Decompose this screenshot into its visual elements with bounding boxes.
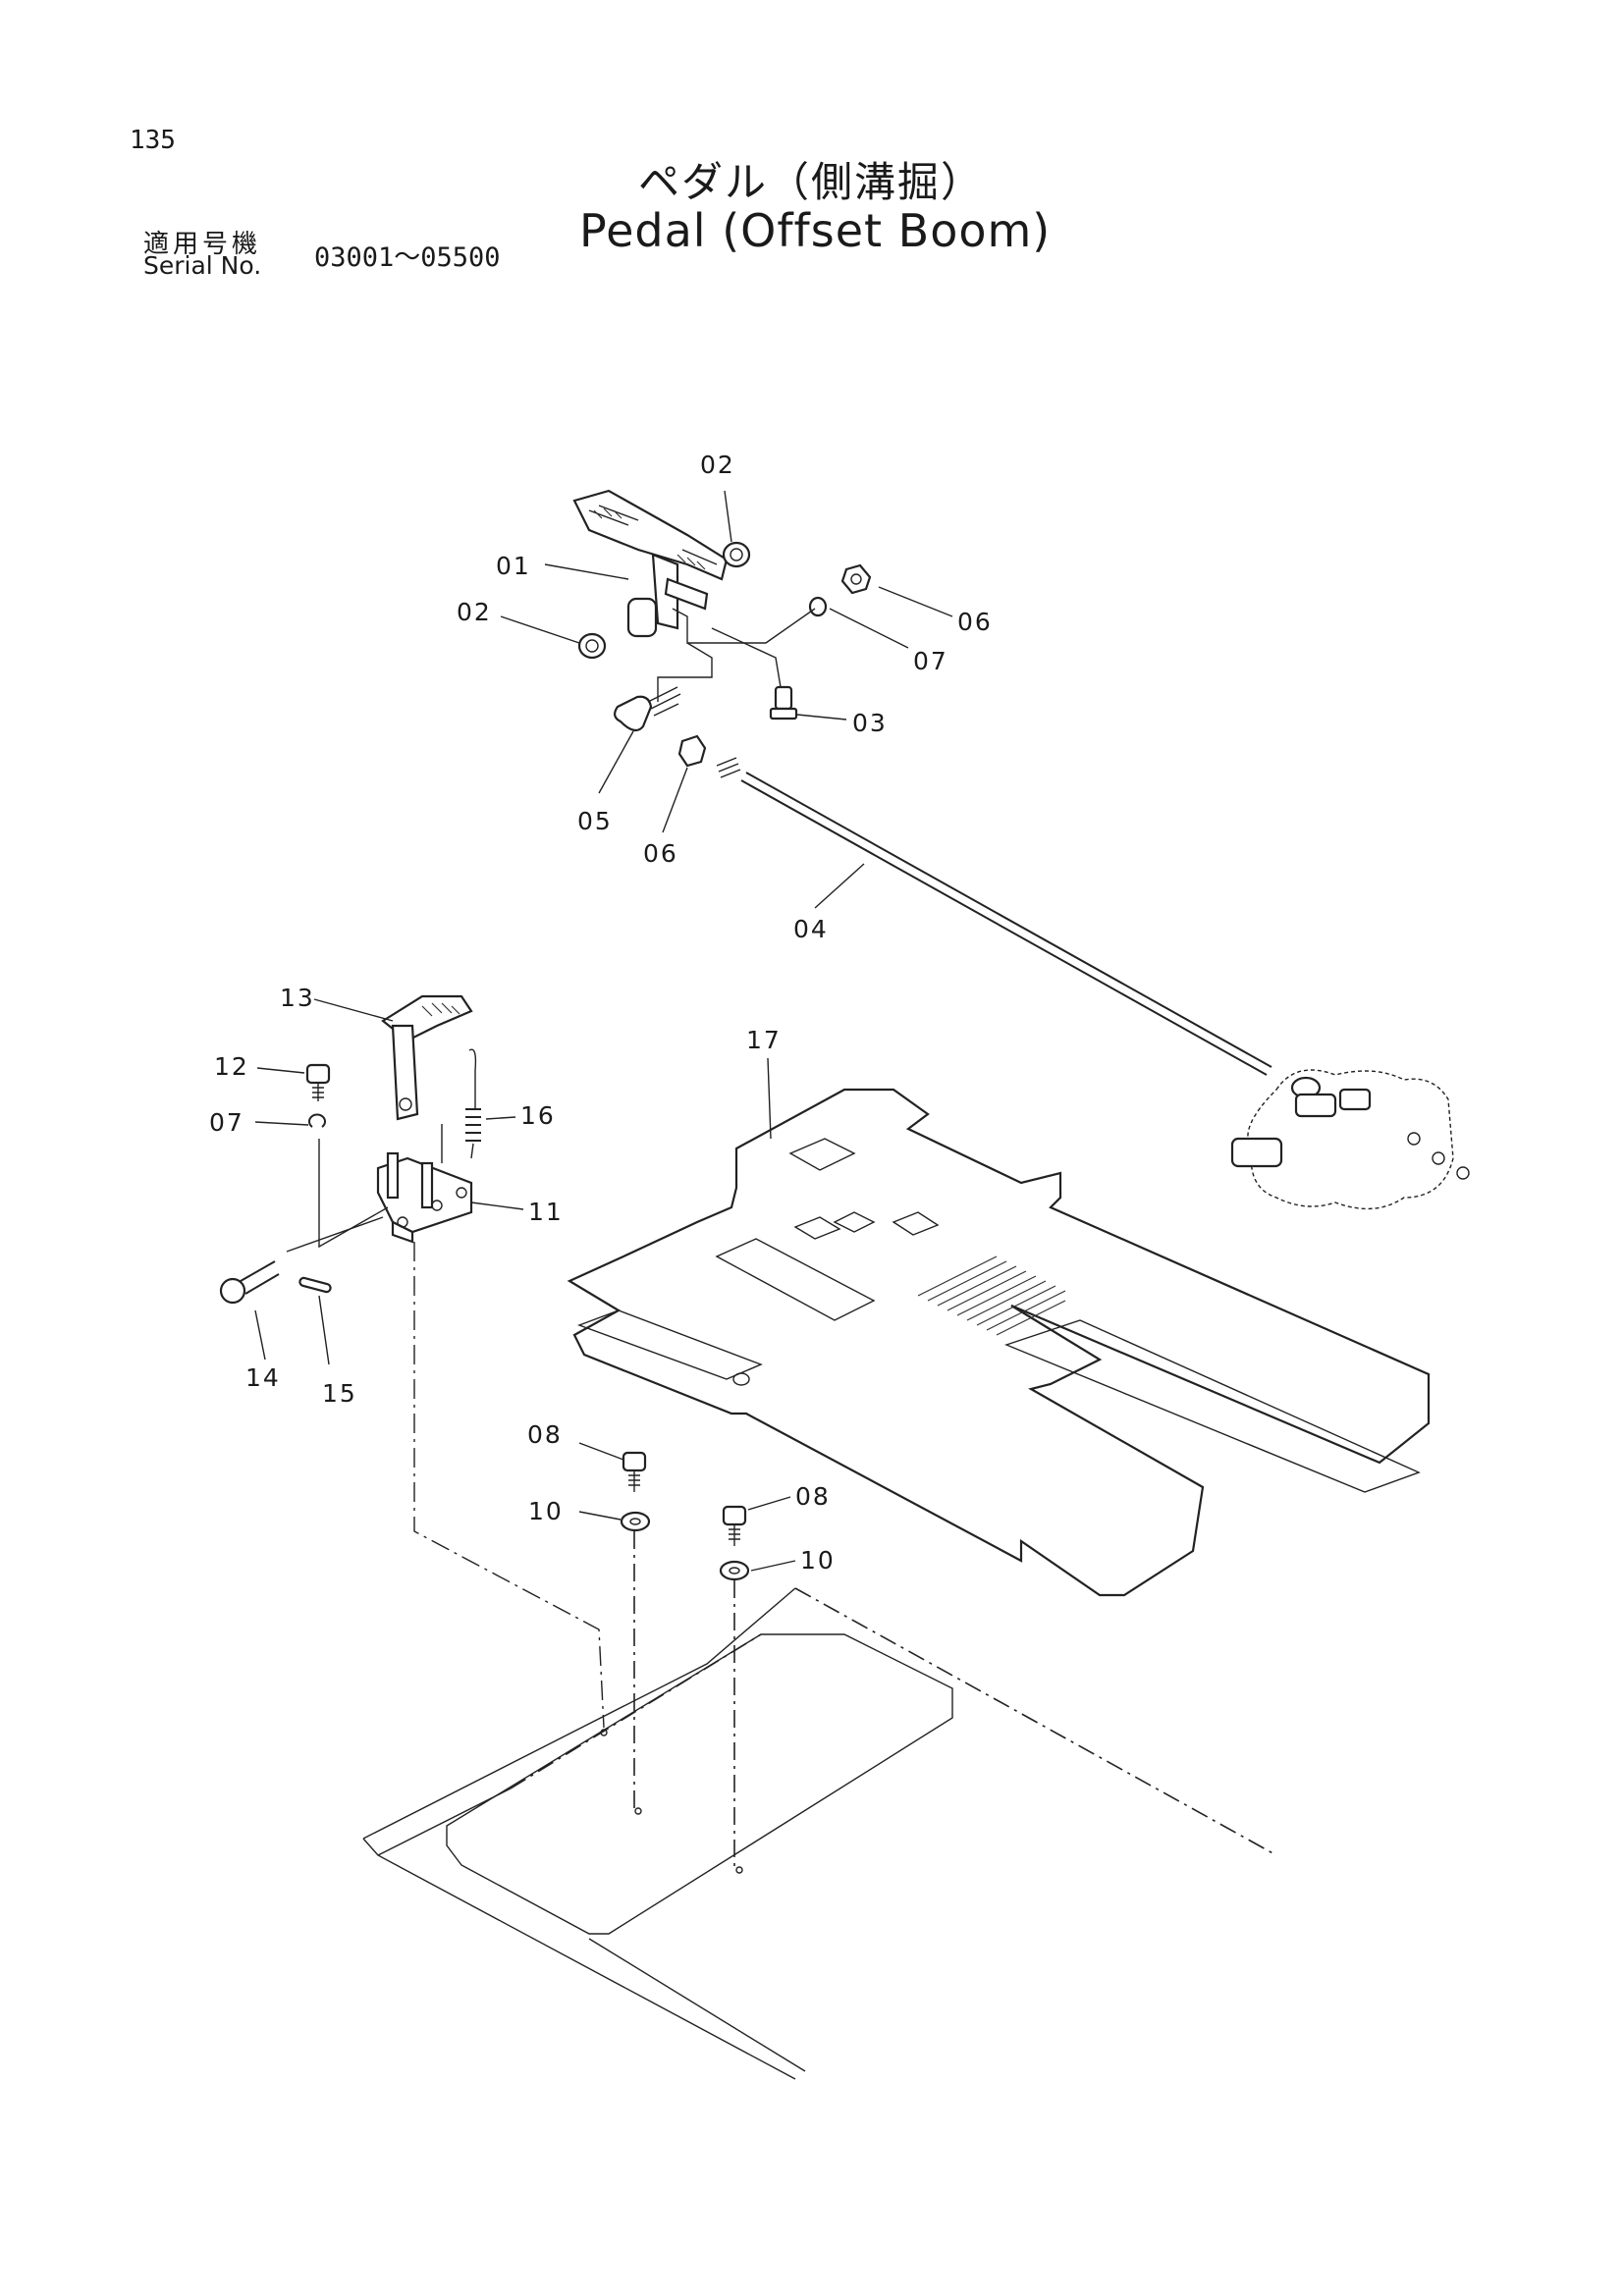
part-05-rod-end (614, 686, 681, 732)
part-06-nut-upper (840, 563, 872, 595)
callout-16: 16 (520, 1101, 556, 1130)
callout-13: 13 (280, 984, 315, 1012)
callout-17: 17 (746, 1026, 782, 1054)
bracket-lines (286, 1124, 605, 1729)
part-17-floor-mat (567, 1088, 1431, 1597)
part-16-spring (465, 1048, 481, 1159)
part-08-bolt-left (622, 1451, 647, 1492)
part-07-clip-upper (808, 596, 828, 617)
serial-label-japanese: 適用号機 (143, 230, 262, 259)
callout-06-upper: 06 (957, 608, 993, 636)
callout-10-left: 10 (528, 1497, 564, 1525)
callout-12: 12 (214, 1052, 249, 1081)
part-15-split-pin (298, 1276, 332, 1294)
part-08-bolt-right (722, 1505, 747, 1546)
part-07-clip-lower (308, 1113, 326, 1128)
callout-02-left: 02 (457, 598, 492, 626)
page-title-japanese: ペダル（側溝掘） (638, 158, 985, 206)
serial-label-english: Serial No. (143, 251, 262, 280)
control-valve (1230, 1069, 1470, 1210)
part-13-pedal-lever (381, 994, 473, 1121)
part-12-bolt (305, 1063, 331, 1101)
callout-06-lower: 06 (643, 839, 678, 868)
leader-lines (254, 490, 953, 1572)
callout-08-right: 08 (795, 1482, 831, 1511)
callout-11: 11 (528, 1198, 564, 1226)
callout-08-left: 08 (527, 1420, 563, 1449)
part-01-pedal (572, 489, 729, 638)
callout-14: 14 (245, 1363, 281, 1392)
part-06-nut-lower (677, 734, 707, 768)
callout-15: 15 (322, 1379, 357, 1408)
callout-04: 04 (793, 915, 829, 943)
callout-07-upper: 07 (913, 647, 948, 675)
page-number: 135 (130, 126, 176, 155)
part-02-bushing-left (577, 632, 607, 660)
part-02-bushing-right (722, 541, 751, 568)
callout-02-top: 02 (700, 451, 735, 479)
callout-07-lower: 07 (209, 1108, 244, 1137)
part-11-bracket (376, 1151, 473, 1244)
callout-01: 01 (496, 552, 531, 580)
serial-range: 03001～05500 (314, 242, 501, 273)
callout-03: 03 (852, 709, 888, 737)
part-14-pin (219, 1260, 280, 1305)
linkage-lines (657, 608, 816, 702)
part-10-washer-left (620, 1511, 651, 1532)
callout-10-right: 10 (800, 1546, 836, 1575)
page-title-english: Pedal (Offset Boom) (579, 204, 1052, 257)
part-04-rod (716, 757, 1322, 1099)
cab-floor (362, 1531, 1277, 2080)
part-10-washer-right (719, 1560, 750, 1581)
part-03-grease-fitting (769, 685, 798, 721)
callout-05: 05 (577, 807, 613, 835)
